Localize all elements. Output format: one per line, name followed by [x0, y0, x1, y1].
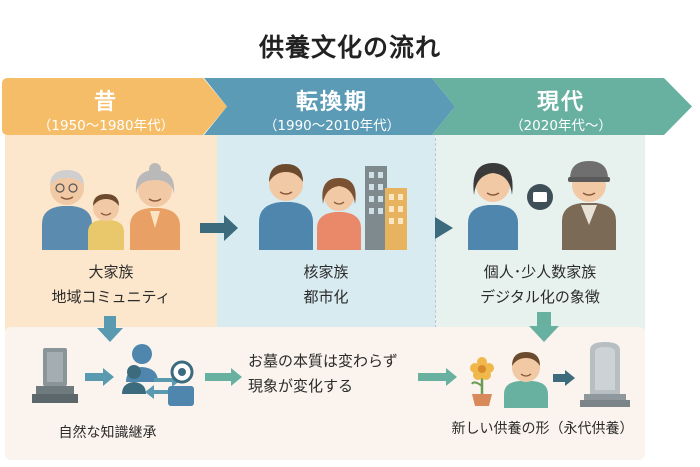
knowledge-transfer-icon [122, 344, 194, 406]
era-period-past: （1950～1980年代） [37, 118, 175, 134]
extended-family-icon [42, 163, 180, 250]
era-label-modern-line1: 個人･少人数家族 [483, 263, 597, 281]
era-banner-past: 昔 （1950～1980年代） [0, 78, 228, 135]
era-label-modern-line2: デジタル化の象徴 [480, 288, 600, 306]
gravestone-icon [32, 348, 78, 403]
era-label-past-line1: 大家族 [88, 263, 134, 281]
era-label-past: 大家族 地域コミュニティ [5, 260, 217, 310]
message-block: お墓の本質は変わらず 現象が変化する [248, 349, 428, 399]
era-period-transition: （1990～2010年代） [263, 118, 401, 134]
flower-icon [470, 357, 494, 406]
arrow-right-message-icon [205, 368, 242, 386]
era-name-transition: 転換期 [295, 90, 368, 115]
arrow-down-icon [97, 316, 123, 342]
era-label-transition-line2: 都市化 [303, 288, 349, 306]
era-label-modern: 個人･少人数家族 デジタル化の象徴 [435, 260, 645, 310]
arrow-right-icon [200, 215, 238, 241]
arrow-right-small-icon [435, 217, 453, 239]
diagram-title: 供養文化の流れ [258, 33, 441, 62]
arrow-right-new-form-icon [418, 368, 457, 386]
era-label-transition-line1: 核家族 [303, 263, 349, 281]
era-period-modern: （2020年代～） [510, 118, 612, 134]
era-banner-modern: 現代 （2020年代～） [432, 78, 694, 135]
individuals-icon [468, 161, 616, 250]
person-icon [504, 352, 548, 408]
new-form-label: 新しい供養の形（永代供養） [451, 421, 634, 437]
arrow-down-modern-icon [529, 312, 559, 342]
inheritance-label: 自然な知識継承 [58, 425, 157, 441]
era-name-modern: 現代 [536, 90, 585, 115]
message-line2: 現象が変化する [248, 377, 354, 395]
arrow-right-grave-icon [553, 370, 575, 386]
era-label-transition: 核家族 都市化 [217, 260, 435, 310]
era-name-past: 昔 [93, 90, 118, 115]
era-label-past-line2: 地域コミュニティ [51, 288, 171, 306]
era-banner-transition: 転換期 （1990～2010年代） [204, 78, 456, 135]
modern-gravestone-icon [580, 342, 630, 407]
nuclear-family-icon [259, 164, 407, 250]
arrow-right-icon [85, 368, 114, 386]
message-line1: お墓の本質は変わらず [248, 352, 398, 370]
